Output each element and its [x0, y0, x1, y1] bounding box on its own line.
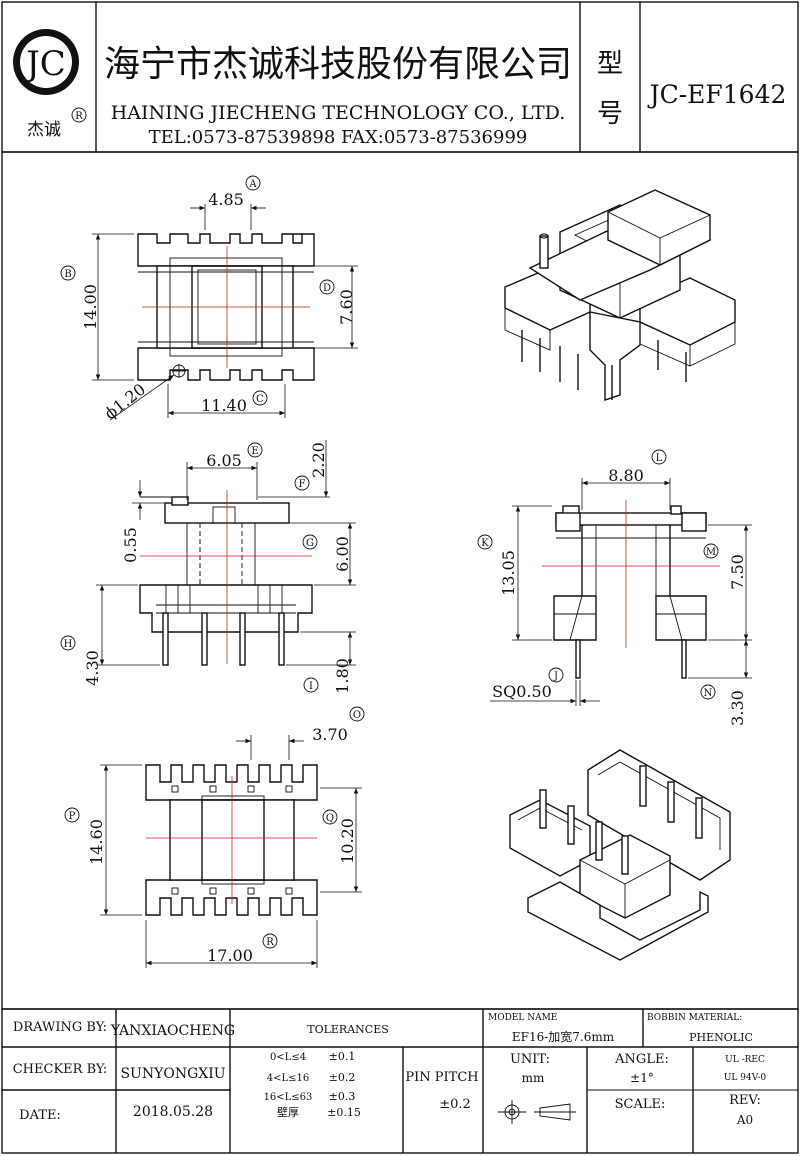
marker-h: H: [64, 639, 73, 650]
unit-value: mm: [522, 1071, 545, 1085]
dim-f-value: 2.20: [309, 442, 328, 478]
drawing-by-label: DRAWING BY:: [13, 1020, 107, 1035]
marker-m: M: [706, 547, 716, 558]
company-name-en: HAINING JIECHENG TECHNOLOGY CO., LTD.: [111, 102, 566, 124]
side-view: 8.80 L 13.05 K 7.50 M 3.30 N SQ0.50 J: [477, 449, 752, 726]
marker-l: L: [656, 453, 663, 464]
marker-b: B: [64, 269, 71, 280]
marker-e: E: [251, 446, 258, 457]
model-name-value: EF16-加宽7.6mm: [512, 1029, 615, 1044]
angle-label: ANGLE:: [614, 1052, 669, 1067]
dim-h-value: 4.30: [83, 650, 102, 686]
rev-value: A0: [736, 1113, 753, 1127]
model-name-label: MODEL NAME: [488, 1013, 557, 1023]
dim-d-value: 7.60: [337, 289, 356, 325]
dim-gap-value: 0.55: [121, 527, 140, 563]
dim-g-value: 6.00: [333, 536, 352, 572]
dim-o-value: 3.70: [312, 725, 348, 744]
tol-range-2: 4<L≤16: [267, 1073, 310, 1084]
isometric-view-bottom: [509, 749, 731, 961]
marker-d: D: [323, 283, 331, 294]
date-value: 2018.05.28: [133, 1104, 213, 1120]
projection-symbol-icon: [498, 1100, 576, 1124]
dim-k-value: 13.05: [499, 550, 518, 596]
tol-value-3: ±0.3: [329, 1090, 356, 1103]
dim-c-value: 11.40: [201, 396, 247, 415]
marker-a: A: [248, 179, 257, 190]
model-number: JC-EF1642: [647, 80, 787, 109]
company-name-cn: 海宁市杰诚科技股份有限公司: [104, 44, 572, 85]
marker-k: K: [481, 538, 489, 549]
company-logo: JC 杰诚 R: [13, 29, 87, 140]
tol-range-4: 壁厚: [277, 1105, 299, 1119]
ul-rating: UL 94V-0: [724, 1073, 767, 1083]
dim-q-value: 10.20: [338, 818, 357, 864]
dim-pin-diameter: ϕ1.20: [101, 380, 149, 424]
angle-value: ±1°: [630, 1071, 654, 1085]
title-block: DRAWING BY: YANXIAOCHENG CHECKER BY: SUN…: [1, 1008, 799, 1154]
dim-l-value: 8.80: [608, 466, 644, 485]
tol-value-2: ±0.2: [329, 1071, 356, 1084]
type-label-2: 号: [597, 99, 623, 129]
marker-o: O: [353, 710, 361, 721]
top-view: 4.85 A 14.00 B 7.60 D 11.40 C ϕ1.20: [60, 175, 358, 424]
dim-n-value: 3.30: [728, 690, 747, 726]
tol-range-3: 16<L≤63: [264, 1092, 313, 1103]
marker-i: I: [309, 681, 313, 692]
logo-sub-text: 杰诚: [27, 120, 61, 140]
type-label-1: 型: [597, 49, 623, 79]
bottom-view: 3.70 O 14.60 P 10.20 Q 17.00 R: [64, 706, 365, 968]
date-label: DATE:: [19, 1108, 61, 1123]
dim-j-value: SQ0.50: [492, 682, 552, 701]
iso-pins: [539, 765, 703, 875]
tolerances-label: TOLERANCES: [307, 1023, 389, 1036]
dim-p-value: 14.60: [87, 819, 106, 865]
marker-r: R: [266, 937, 274, 948]
dim-i-value: 1.80: [333, 658, 352, 694]
dim-a-value: 4.85: [208, 190, 244, 209]
pin-pitch-label: PIN PITCH: [405, 1070, 478, 1085]
header-block: JC 杰诚 R 海宁市杰诚科技股份有限公司 HAINING JIECHENG T…: [1, 1, 799, 153]
marker-p: P: [69, 811, 76, 822]
marker-n: N: [704, 688, 713, 699]
front-view: 6.05 E 2.20 F 0.55 6.00 G 4.30 H 1.80: [60, 440, 356, 694]
checker-by-label: CHECKER BY:: [13, 1062, 108, 1077]
registered-mark: R: [75, 111, 83, 122]
bobbin-material-value: PHENOLIC: [689, 1031, 753, 1044]
bobbin-material-label: BOBBIN MATERIAL:: [647, 1013, 742, 1023]
pin-pitch-value: ±0.2: [439, 1097, 471, 1112]
logo-text: JC: [23, 44, 66, 84]
marker-q: Q: [326, 813, 334, 824]
tol-value-4: ±0.15: [327, 1106, 361, 1119]
dim-e-value: 6.05: [206, 451, 242, 470]
company-contact: TEL:0573-87539898 FAX:0573-87536999: [149, 127, 528, 148]
dim-b-value: 14.00: [81, 284, 100, 330]
marker-c: C: [256, 394, 264, 405]
drawing-by-value: YANXIAOCHENG: [110, 1023, 235, 1039]
rev-label: REV:: [729, 1093, 761, 1108]
tol-value-1: ±0.1: [329, 1050, 356, 1063]
isometric-view-top: [504, 189, 736, 401]
ul-rec: UL -REC: [725, 1055, 765, 1065]
dim-r-value: 17.00: [207, 946, 253, 965]
checker-by-value: SUNYONGXIU: [120, 1066, 225, 1082]
marker-j: J: [553, 671, 558, 682]
dim-m-value: 7.50: [728, 554, 747, 590]
scale-label: SCALE:: [615, 1097, 666, 1112]
marker-g: G: [306, 538, 314, 549]
marker-f: F: [299, 479, 306, 490]
unit-label: UNIT:: [510, 1052, 550, 1067]
tol-range-1: 0<L≤4: [270, 1052, 306, 1063]
